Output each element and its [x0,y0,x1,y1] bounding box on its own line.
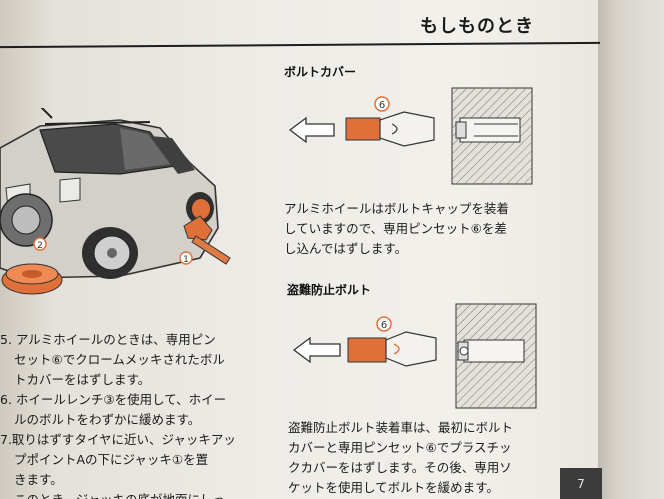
step-line: トカバーをはずします。 [14,372,151,387]
bolt-cover-text: アルミホイールはボルトキャップを装着 していますので、専用ピンセット⑥を差 し込… [284,199,584,259]
callout-2-label: 2 [37,241,43,251]
step-line: 5. アルミホイールのときは、専用ピン [0,332,216,347]
page-edge [598,0,664,499]
antitheft-bolt-text: 盗難防止ボルト装着車は、最初にボルト カバーと専用ピンセット⑥でプラスチッ クカ… [288,418,588,498]
step-line: セット⑥でクロームメッキされたボル [14,352,225,367]
show-through-text [200,60,204,80]
page-number-tab: 7 [560,468,602,499]
header-rule [0,41,600,49]
callout-6-label: 6 [379,100,385,111]
section-heading-antitheft-bolt: 盗難防止ボルト [287,283,372,297]
header: もしものとき [0,0,600,52]
step-line: 6. ホイールレンチ③を使用して、ホイー [0,392,227,407]
left-steps: 5. アルミホイールのときは、専用ピン セット⑥でクロームメッキされたボル トカ… [0,330,268,499]
page-title: もしものとき [420,16,534,37]
step-line: きます。 [14,472,63,487]
text-line: カバーと専用ピンセット⑥でプラスチッ [288,440,512,455]
step-line: このとき、ジャッキの底が地面にしっ [0,490,268,499]
callout-6-label: 6 [381,320,387,331]
text-line: アルミホイールはボルトキャップを装着 [284,201,509,216]
text-line: ケットを使用してボルトを緩めます。 [288,480,499,495]
text-line: 盗難防止ボルト装着車は、最初にボルト [288,420,514,435]
step-line: ルのボルトをわずかに緩めます。 [14,412,201,427]
text-line: クカバーをはずします。その後、専用ソ [288,460,512,475]
car-jack-illustration: 2 1 [0,108,231,295]
callout-1-label: 1 [183,255,189,265]
antitheft-bolt-illustration: 6 [292,303,537,409]
step-line: 7.取りはずすタイヤに近い、ジャッキアッ [0,432,236,447]
step-line: プポイントAの下にジャッキ①を置 [14,452,209,467]
bolt-cover-illustration: 6 [288,87,533,185]
section-heading-bolt-cover: ボルトカバー [284,65,357,79]
text-line: し込んではずします。 [284,241,408,256]
text-line: していますので、専用ピンセット⑥を差 [284,221,507,236]
